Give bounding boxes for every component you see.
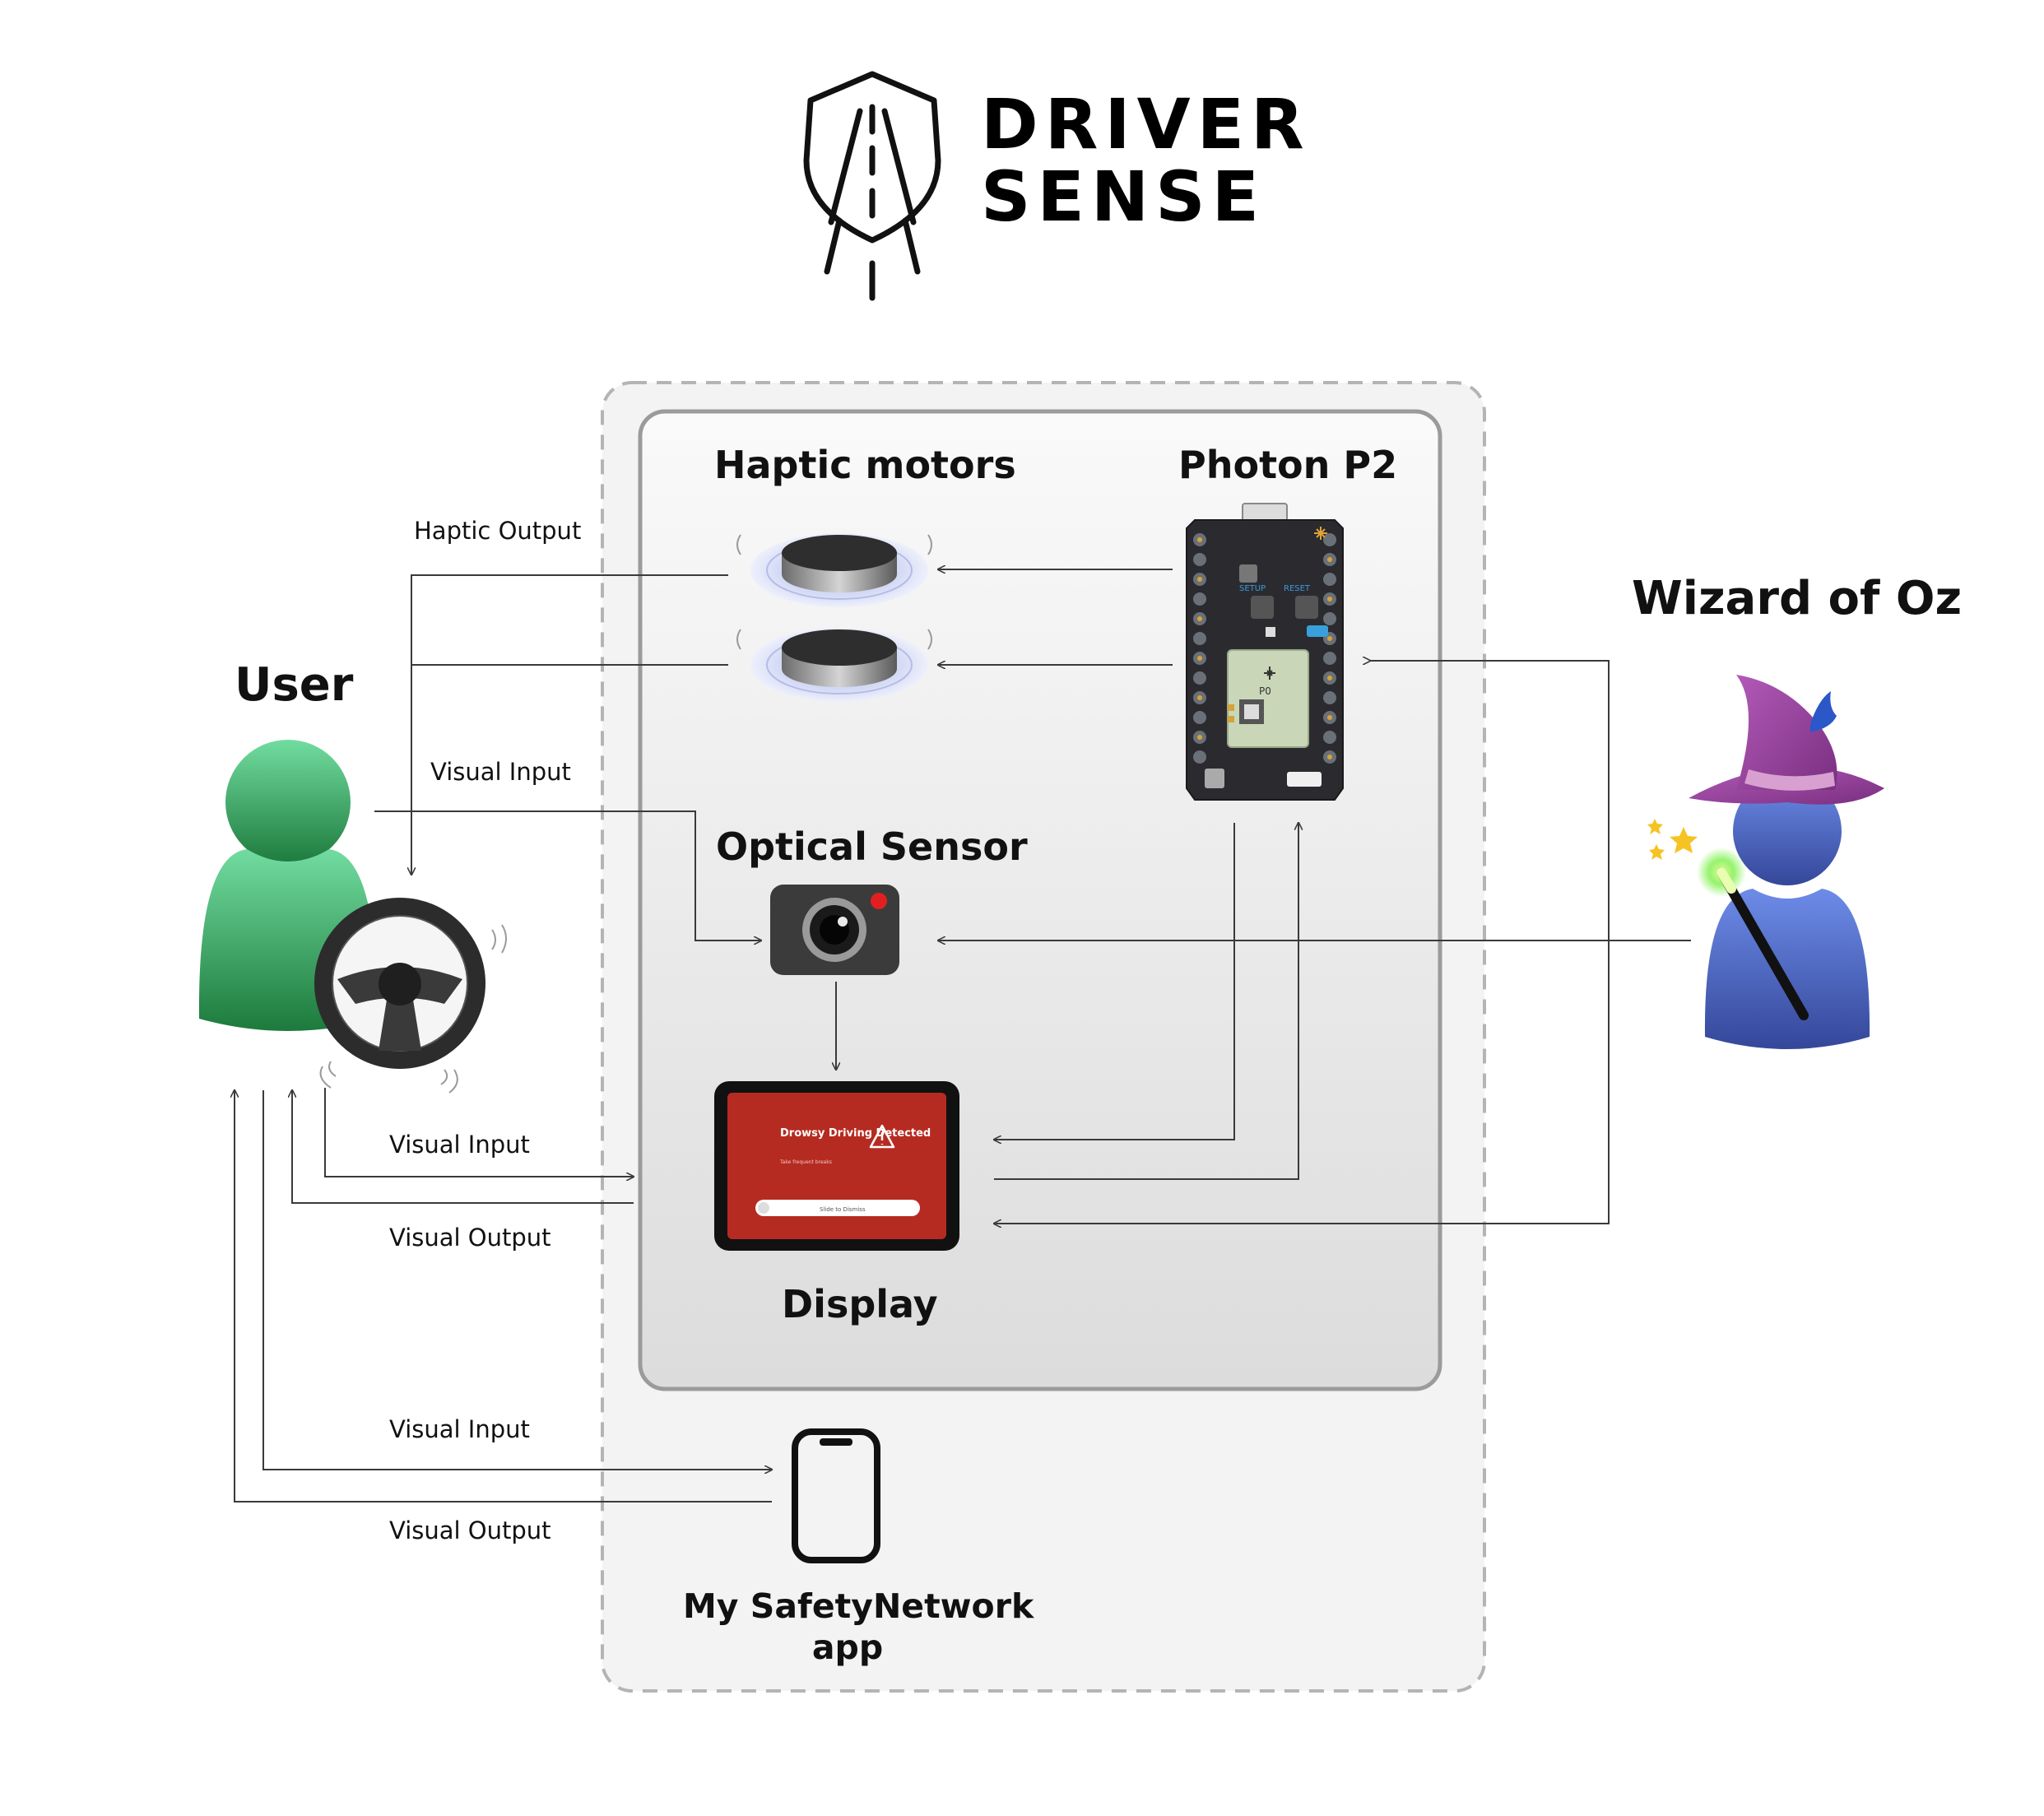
user-label: User: [235, 658, 354, 712]
edge-user-to-sensor: [374, 810, 761, 941]
wizard-label: Wizard of Oz: [1632, 572, 1963, 625]
shield-icon: [803, 71, 941, 244]
display-label: Display: [782, 1282, 938, 1326]
app-label-line-1: My SafetyNetwork: [683, 1586, 1034, 1626]
edge-user-to-app: [262, 1090, 772, 1470]
board-chip-label: P0: [1259, 685, 1271, 697]
visual-output-display-label: Visual Output: [389, 1224, 551, 1252]
edge-user-to-display: [324, 1088, 634, 1177]
edge-display-to-user: [292, 1090, 634, 1204]
steering-wheel-icon: [314, 898, 507, 1094]
display-tablet: Drowsy Driving Detected Take frequent br…: [714, 1081, 959, 1251]
wizard-icon: [1647, 675, 1884, 1049]
haptic-motor-1-icon: [736, 533, 932, 607]
visual-input-display-label: Visual Input: [389, 1131, 530, 1159]
visual-output-app-label: Visual Output: [389, 1516, 551, 1544]
visual-input-sensor-label: Visual Input: [430, 758, 571, 786]
haptic-motor-2-icon: [736, 628, 932, 702]
edge-motors-to-wheel: [411, 574, 728, 875]
haptic-output-label: Haptic Output: [414, 517, 582, 545]
brand-line-1: DRIVER: [981, 84, 1311, 165]
photon-board-icon: SETUP RESET P0: [1186, 503, 1344, 801]
warning-icon: [869, 1124, 895, 1149]
app-label-line-2: app: [811, 1628, 884, 1667]
star-icon: [1670, 827, 1698, 853]
phone-icon: [792, 1428, 880, 1563]
slide-label: Slide to Dismiss: [820, 1206, 866, 1213]
board-setup-label: SETUP: [1239, 584, 1266, 593]
screen-alert-title: Drowsy Driving Detected: [780, 1127, 931, 1140]
edge-app-to-user: [235, 1090, 772, 1502]
optical-sensor-label: Optical Sensor: [716, 824, 1028, 869]
driversense-logo: [803, 71, 941, 301]
photon-p2-label: Photon P2: [1178, 443, 1398, 487]
brand-line-2: SENSE: [981, 156, 1266, 237]
board-reset-label: RESET: [1284, 584, 1311, 593]
connectors: [235, 569, 1691, 1502]
camera-icon: [770, 885, 899, 975]
screen-alert-subtitle: Take frequent breaks: [779, 1159, 832, 1165]
edge-wizard-to-photon: [994, 661, 1610, 1224]
haptic-motors-label: Haptic motors: [714, 443, 1016, 487]
slide-to-dismiss-control[interactable]: [755, 1200, 920, 1216]
visual-input-app-label: Visual Input: [389, 1415, 530, 1443]
